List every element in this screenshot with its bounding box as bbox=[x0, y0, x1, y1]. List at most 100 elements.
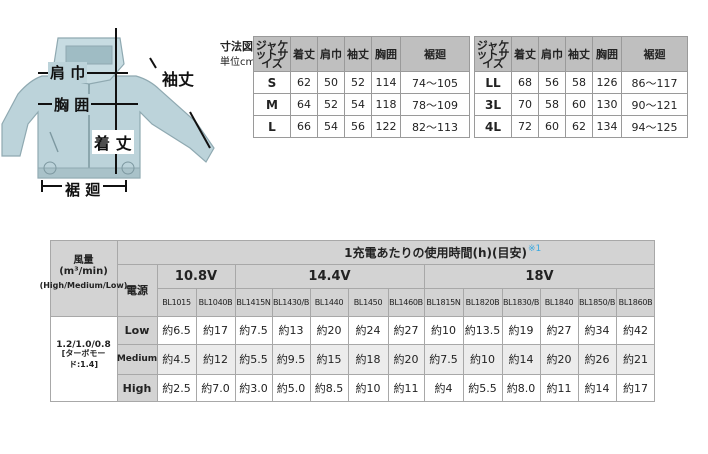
header-length: 着丈 bbox=[511, 36, 539, 72]
battery-model: BL1820B bbox=[465, 297, 500, 307]
grid-h bbox=[117, 374, 655, 375]
battery-model: BL1860B bbox=[618, 297, 653, 307]
airflow-value: 1.2/1.0/0.8 bbox=[56, 340, 111, 350]
size-value: 62 bbox=[565, 115, 593, 138]
grid-v bbox=[424, 264, 425, 402]
usage-value: 約5.5 bbox=[239, 353, 268, 366]
battery-model: BL1460B bbox=[389, 297, 423, 307]
size-value: 52 bbox=[317, 93, 345, 116]
usage-value: 約4.5 bbox=[162, 353, 191, 366]
usage-value: 約12 bbox=[203, 353, 228, 366]
size-value: 64 bbox=[290, 93, 318, 116]
usage-value: 約15 bbox=[316, 353, 342, 366]
header-hem: 裾廻 bbox=[621, 36, 688, 72]
usage-value: 約10 bbox=[470, 353, 495, 366]
size-value: 60 bbox=[565, 93, 593, 116]
battery-model: BL1440 bbox=[314, 297, 344, 307]
usage-value: 約5.5 bbox=[468, 382, 497, 395]
usage-value: 約4 bbox=[434, 382, 453, 395]
usage-value: 約27 bbox=[393, 324, 419, 337]
size-value: 58 bbox=[538, 93, 566, 116]
grid-v bbox=[196, 288, 197, 402]
usage-value: 約14 bbox=[508, 353, 534, 366]
size-value: 56 bbox=[538, 71, 566, 94]
usage-value: 約7.0 bbox=[201, 382, 230, 395]
size-value: 126 bbox=[592, 71, 622, 94]
usage-value: 約13 bbox=[278, 324, 304, 337]
battery-model: BL1450 bbox=[353, 297, 383, 307]
header-sleeve: 袖丈 bbox=[344, 36, 372, 72]
size-value: 60 bbox=[538, 115, 566, 138]
usage-title: 1充電あたりの使用時間(h)(目安) bbox=[344, 245, 527, 260]
size-table-header: ジャケットサイズ 着丈 肩巾 袖丈 胸囲 裾廻 bbox=[474, 36, 688, 72]
size-value: 114 bbox=[371, 71, 401, 94]
size-value: 50 bbox=[317, 71, 345, 94]
usage-value: 約6.5 bbox=[162, 324, 191, 337]
size-value: 134 bbox=[592, 115, 622, 138]
usage-value: 約7.5 bbox=[429, 353, 458, 366]
battery-model: BL1840 bbox=[544, 297, 574, 307]
usage-value: 約24 bbox=[355, 324, 381, 337]
mode-label: Low bbox=[124, 323, 150, 337]
usage-value: 約10 bbox=[431, 324, 456, 337]
grid-v bbox=[157, 264, 158, 402]
shoulder-width-label: 肩 巾 bbox=[48, 62, 88, 83]
grid-v bbox=[235, 264, 236, 402]
size-label: 4L bbox=[474, 115, 512, 138]
turbo-mode-note: [ターボモード:1.4] bbox=[61, 349, 106, 369]
usage-value: 約20 bbox=[316, 324, 342, 337]
footnote-mark: ※1 bbox=[528, 244, 542, 254]
header-background bbox=[50, 240, 655, 316]
header-chest: 胸囲 bbox=[371, 36, 401, 72]
usage-value: 約17 bbox=[203, 324, 228, 337]
usage-value: 約27 bbox=[546, 324, 572, 337]
usage-value: 約5.0 bbox=[276, 382, 306, 395]
power-source-label: 電源 bbox=[126, 284, 148, 297]
battery-model: BL1040B bbox=[198, 297, 233, 307]
sleeve-length-label: 袖丈 bbox=[162, 70, 195, 89]
size-value: 68 bbox=[511, 71, 539, 94]
usage-value: 約13.5 bbox=[464, 324, 501, 337]
size-value: 130 bbox=[592, 93, 622, 116]
grid-v bbox=[463, 288, 464, 402]
size-value: 86〜117 bbox=[621, 71, 688, 94]
size-value: 90〜121 bbox=[621, 93, 688, 116]
usage-value: 約42 bbox=[623, 324, 648, 337]
size-chart-unit: 単位cm bbox=[220, 57, 256, 68]
header-chest: 胸囲 bbox=[592, 36, 622, 72]
size-label: S bbox=[253, 71, 291, 94]
grid-v bbox=[502, 288, 503, 402]
grid-v bbox=[310, 288, 311, 402]
usage-value: 約21 bbox=[623, 353, 648, 366]
usage-value: 約3.0 bbox=[239, 382, 268, 395]
size-label: 3L bbox=[474, 93, 512, 116]
header-shoulder: 肩巾 bbox=[317, 36, 345, 72]
header-length: 着丈 bbox=[290, 36, 318, 72]
battery-model: BL1430/B bbox=[272, 297, 310, 307]
size-value: 78〜109 bbox=[400, 93, 470, 116]
mode-label: Medium bbox=[116, 354, 158, 364]
usage-value: 約14 bbox=[584, 382, 610, 395]
row-bg-medium bbox=[157, 344, 655, 374]
hem-label: 裾 廻 bbox=[62, 179, 104, 200]
row-bg-low bbox=[157, 316, 655, 344]
size-value: 54 bbox=[317, 115, 345, 138]
usage-value: 約34 bbox=[584, 324, 610, 337]
battery-model: BL1850/B bbox=[578, 297, 616, 307]
grid-v bbox=[616, 288, 617, 402]
size-chart-title: 寸法図 bbox=[220, 40, 253, 53]
usage-value: 約10 bbox=[355, 382, 381, 395]
battery-model: BL1815N bbox=[426, 297, 461, 307]
jacket-illustration bbox=[1, 28, 215, 192]
size-label: M bbox=[253, 93, 291, 116]
size-value: 52 bbox=[344, 71, 372, 94]
header-hem: 裾廻 bbox=[400, 36, 470, 72]
usage-value: 約20 bbox=[393, 353, 419, 366]
grid-v bbox=[388, 288, 389, 402]
size-label: L bbox=[253, 115, 291, 138]
grid-v bbox=[540, 288, 541, 402]
